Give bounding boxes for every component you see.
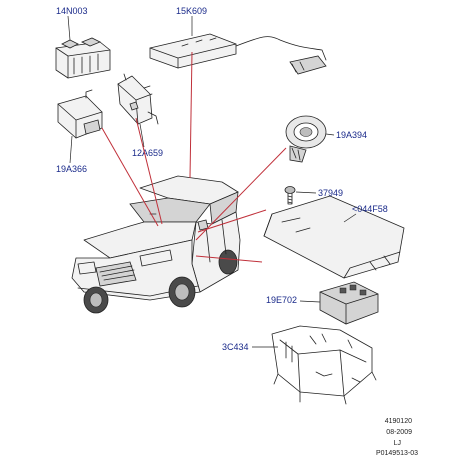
part-label-19A394: 19A394 [336,130,367,140]
ref-line-3: LJ [394,440,401,447]
part-label-044F58: <044F58 [352,204,388,214]
part-label-37949: 37949 [318,188,343,198]
part-19E702-drawing[interactable] [319,281,379,325]
part-label-12A659: 12A659 [132,148,163,158]
ref-line-4: P0149513-03 [376,450,418,457]
ref-line-1: 4190120 [385,418,412,425]
part-label-3C434: 3C434 [222,342,249,352]
part-15K609-drawing[interactable] [149,33,327,75]
part-37949-drawing[interactable] [284,186,296,205]
part-12A659-drawing[interactable] [117,73,159,125]
ref-line-2: 08-2009 [386,429,412,436]
vehicle-drawing [71,175,241,314]
part-19A394-drawing[interactable] [285,115,327,163]
part-label-14N003: 14N003 [56,6,88,16]
part-label-19E702: 19E702 [266,295,297,305]
part-3C434-drawing[interactable] [271,325,377,405]
part-label-19A366: 19A366 [56,164,87,174]
part-19A366-drawing[interactable] [57,89,103,139]
part-label-15K609: 15K609 [176,6,207,16]
location-callouts [101,51,287,263]
part-14N003-drawing[interactable] [55,37,111,79]
reference-block: 4190120 08-2009 LJ P0149513-03 [376,418,418,457]
part-044F58-drawing[interactable] [263,195,405,279]
